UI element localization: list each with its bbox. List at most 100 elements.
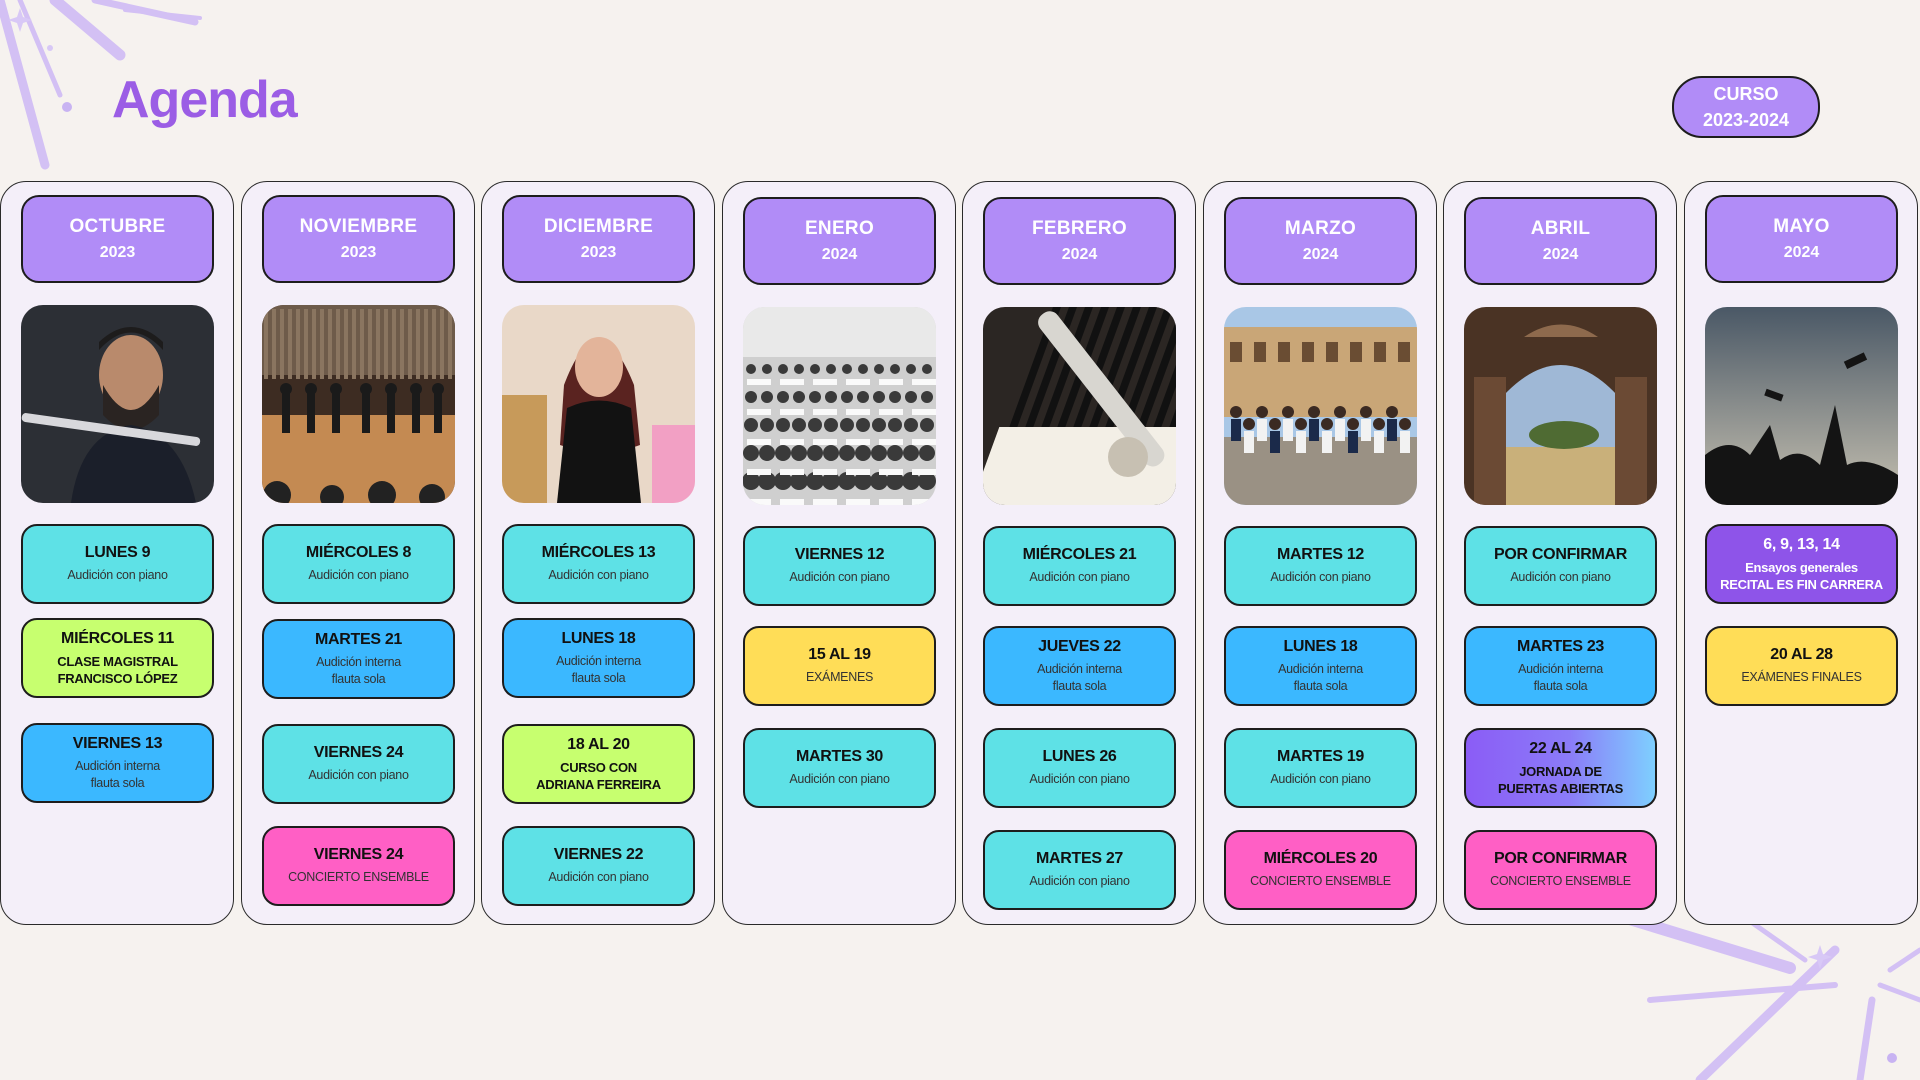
event-date: MIÉRCOLES 20 <box>1263 850 1378 867</box>
month-column-mayo: MAYO 2024 6, 9, 13, 14 Ensayos generales … <box>1684 181 1918 925</box>
event-card[interactable]: MARTES 21 Audición interna flauta sola <box>262 619 455 699</box>
event-description: Audición con piano <box>1270 772 1371 786</box>
event-description: Audición con piano <box>308 568 409 582</box>
event-card[interactable]: LUNES 18 Audición interna flauta sola <box>502 618 695 698</box>
event-date: LUNES 18 <box>1283 637 1358 655</box>
event-card[interactable]: MIÉRCOLES 8 Audición con piano <box>262 524 455 604</box>
month-header: NOVIEMBRE 2023 <box>262 195 455 283</box>
event-description: Audición interna flauta sola <box>556 653 641 685</box>
event-description: Audición con piano <box>308 768 409 782</box>
event-description: CONCIERTO ENSEMBLE <box>1490 874 1631 888</box>
month-column-abril: ABRIL 2024 POR CONFIRMAR Audición con pia… <box>1443 181 1677 925</box>
month-header: ABRIL 2024 <box>1464 197 1657 285</box>
event-date: 6, 9, 13, 14 <box>1763 535 1840 553</box>
month-year: 2023 <box>580 244 617 261</box>
exam-hall-photo <box>743 307 936 505</box>
event-description: CONCIERTO ENSEMBLE <box>288 870 429 884</box>
month-name: NOVIEMBRE <box>299 216 418 237</box>
event-card[interactable]: MARTES 19 Audición con piano <box>1224 728 1417 808</box>
woman-portrait-photo <box>502 305 695 503</box>
event-description: JORNADA DE PUERTAS ABIERTAS <box>1498 763 1623 796</box>
month-year: 2024 <box>821 246 858 263</box>
event-card[interactable]: VIERNES 13 Audición interna flauta sola <box>21 723 214 803</box>
month-year: 2024 <box>1542 246 1579 263</box>
event-date: MIÉRCOLES 8 <box>305 544 412 561</box>
event-date: MIÉRCOLES 11 <box>61 629 174 647</box>
event-date: VIERNES 24 <box>313 744 404 761</box>
event-description: Audición con piano <box>548 870 649 884</box>
month-column-febrero: FEBRERO 2024 MIÉRCOLES 21 Audición con pi… <box>962 181 1196 925</box>
event-card[interactable]: VIERNES 24 Audición con piano <box>262 724 455 804</box>
event-description: Audición con piano <box>1270 570 1371 584</box>
event-description: Audición con piano <box>1029 772 1130 786</box>
event-card[interactable]: 20 AL 28 EXÁMENES FINALES <box>1705 626 1898 706</box>
event-date: LUNES 18 <box>561 629 636 647</box>
event-date: VIERNES 13 <box>72 734 163 752</box>
event-card[interactable]: MIÉRCOLES 21 Audición con piano <box>983 526 1176 606</box>
month-header: ENERO 2024 <box>743 197 936 285</box>
month-name: MAYO <box>1773 216 1830 237</box>
event-description: Audición interna flauta sola <box>75 758 160 790</box>
event-date: MARTES 23 <box>1516 637 1605 655</box>
event-date: 22 AL 24 <box>1529 739 1592 757</box>
month-header: FEBRERO 2024 <box>983 197 1176 285</box>
page-title: Agenda <box>112 71 298 129</box>
event-card[interactable]: LUNES 26 Audición con piano <box>983 728 1176 808</box>
month-name: FEBRERO <box>1032 218 1127 239</box>
event-card[interactable]: POR CONFIRMAR Audición con piano <box>1464 526 1657 606</box>
decorative-burst-bottom-right <box>1594 897 1920 1080</box>
ensemble-stage-photo <box>262 305 455 503</box>
course-badge-label: CURSO <box>1713 84 1779 104</box>
event-date: LUNES 9 <box>84 544 151 561</box>
event-card[interactable]: MARTES 30 Audición con piano <box>743 728 936 808</box>
event-description: EXÁMENES FINALES <box>1741 670 1862 684</box>
event-date: MARTES 30 <box>795 748 884 765</box>
group-square-photo <box>1224 307 1417 505</box>
event-date: POR CONFIRMAR <box>1494 850 1627 867</box>
event-description: Audición interna flauta sola <box>316 654 401 686</box>
event-date: POR CONFIRMAR <box>1494 546 1627 563</box>
event-description: Audición con piano <box>789 570 890 584</box>
event-card[interactable]: VIERNES 24 CONCIERTO ENSEMBLE <box>262 826 455 906</box>
month-name: OCTUBRE <box>69 216 166 237</box>
month-year: 2024 <box>1302 246 1339 263</box>
event-date: LUNES 26 <box>1042 748 1117 765</box>
month-header: MARZO 2024 <box>1224 197 1417 285</box>
event-description: Audición con piano <box>1029 570 1130 584</box>
event-date: 20 AL 28 <box>1770 646 1833 663</box>
event-date: JUEVES 22 <box>1038 637 1121 655</box>
event-description: Audición con piano <box>1510 570 1611 584</box>
course-badge-years: 2023-2024 <box>1702 110 1790 130</box>
event-description: Audición con piano <box>789 772 890 786</box>
event-card[interactable]: VIERNES 12 Audición con piano <box>743 526 936 606</box>
event-card[interactable]: 22 AL 24 JORNADA DE PUERTAS ABIERTAS <box>1464 728 1657 808</box>
month-column-enero: ENERO 2024 VIERNES 12 Audición con piano 1… <box>722 181 956 925</box>
event-date: MARTES 21 <box>314 630 403 648</box>
event-date: MIÉRCOLES 13 <box>541 544 656 561</box>
event-date: VIERNES 24 <box>313 846 404 863</box>
event-date: MARTES 19 <box>1276 748 1365 765</box>
event-card[interactable]: POR CONFIRMAR CONCIERTO ENSEMBLE <box>1464 830 1657 910</box>
event-card[interactable]: JUEVES 22 Audición interna flauta sola <box>983 626 1176 706</box>
month-header: MAYO 2024 <box>1705 195 1898 283</box>
event-description: Audición interna flauta sola <box>1037 661 1122 693</box>
event-date: VIERNES 12 <box>794 546 885 563</box>
flute-on-piano-photo <box>983 307 1176 505</box>
event-card[interactable]: 6, 9, 13, 14 Ensayos generales RECITAL ES… <box>1705 524 1898 604</box>
event-description: Ensayos generales RECITAL ES FIN CARRERA <box>1720 559 1883 592</box>
event-date: 18 AL 20 <box>567 735 630 753</box>
event-date: MIÉRCOLES 21 <box>1022 546 1137 563</box>
month-name: ENERO <box>804 218 875 239</box>
